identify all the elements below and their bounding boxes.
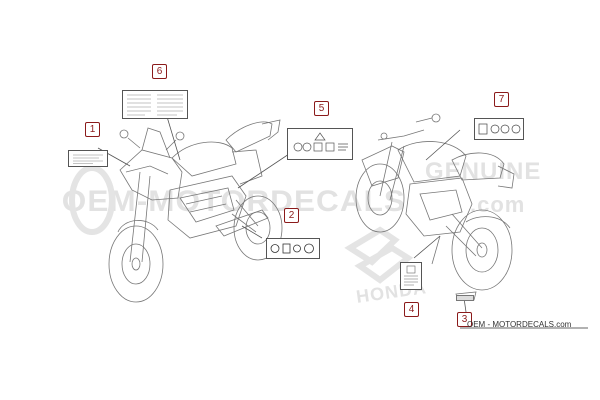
callout-3: 3 <box>457 312 472 327</box>
watermark-left: OEM-MOTORDECALS <box>61 185 406 218</box>
callout-7: 7 <box>494 92 509 107</box>
right-motorcycle <box>355 113 515 313</box>
site-credit: OEM - MOTORDECALS.com <box>467 320 572 329</box>
decal-6-info-label <box>122 90 188 119</box>
decal-2-symbols <box>270 243 314 254</box>
decal-2-tire-label <box>266 238 320 259</box>
watermark-dotcom: .com <box>470 192 526 217</box>
decal-1-caution-label <box>68 150 108 167</box>
callout-4: 4 <box>404 302 419 317</box>
callout-5: 5 <box>314 101 329 116</box>
decal-5-warning-symbols <box>293 132 348 152</box>
decal-6-text-lines <box>127 94 183 116</box>
left-motorcycle <box>97 109 323 303</box>
decal-1-text-lines <box>73 154 103 164</box>
decal-4-info-label <box>400 262 422 290</box>
decal-4-text-lines <box>404 265 418 286</box>
decal-3-strip <box>456 295 474 301</box>
callout-6: 6 <box>152 64 167 79</box>
watermark-logo <box>69 165 414 284</box>
watermark-genuine: GENUINE <box>425 158 542 185</box>
decal-5-warning-label <box>287 128 353 160</box>
decal-7-symbols <box>478 123 521 135</box>
decal-7-info-label <box>474 118 524 140</box>
callout-1: 1 <box>85 122 100 137</box>
callout-2: 2 <box>284 208 299 223</box>
